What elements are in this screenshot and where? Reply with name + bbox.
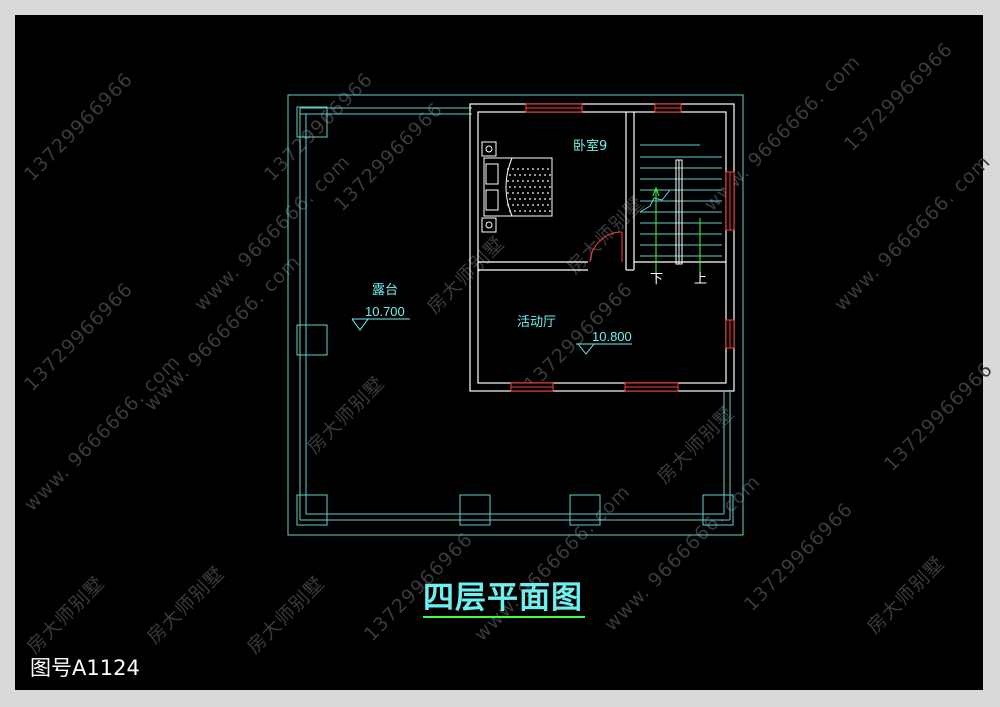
bed-dot xyxy=(507,192,509,194)
bed-dot xyxy=(517,180,519,182)
bed-dot xyxy=(534,186,536,188)
drawing-title: 四层平面图 xyxy=(423,580,583,616)
bed-dot xyxy=(507,180,509,182)
bed-dot xyxy=(524,174,526,176)
bed-dot xyxy=(549,174,551,176)
bed-dot xyxy=(514,174,516,176)
bed-dot xyxy=(544,186,546,188)
bed-dot xyxy=(514,186,516,188)
bed-dot xyxy=(507,204,509,206)
bed-dot xyxy=(534,174,536,176)
bed-dot xyxy=(547,168,549,170)
label-terrace: 露台 xyxy=(372,283,398,298)
bed-pattern xyxy=(507,168,551,212)
elevation-activity-hall: 10.800 xyxy=(592,329,632,344)
drawing-number: 图号A1124 xyxy=(30,656,140,680)
bed-dot xyxy=(509,198,511,200)
bed-dot xyxy=(527,180,529,182)
bed-dot xyxy=(544,174,546,176)
bed-dot xyxy=(522,168,524,170)
bed-dot xyxy=(547,192,549,194)
walls xyxy=(469,103,735,392)
bed-dot xyxy=(509,186,511,188)
bed-dot xyxy=(539,210,541,212)
bed-dot xyxy=(532,192,534,194)
bed-dot xyxy=(507,168,509,170)
bed-dot xyxy=(519,186,521,188)
bed-dot xyxy=(527,204,529,206)
bed-dot xyxy=(547,180,549,182)
bed-dot xyxy=(539,186,541,188)
bed-dot xyxy=(534,198,536,200)
bed-dot xyxy=(549,210,551,212)
bed-dot xyxy=(544,210,546,212)
bed-dot xyxy=(517,192,519,194)
bed-dot xyxy=(537,192,539,194)
elevation-markers xyxy=(351,318,632,355)
bed-dot xyxy=(527,192,529,194)
bed-dot xyxy=(549,198,551,200)
bed-dot xyxy=(514,210,516,212)
stair-down-label: 下 xyxy=(650,272,663,287)
bed-dot xyxy=(529,210,531,212)
bed-dot xyxy=(514,198,516,200)
label-activity-hall: 活动厅 xyxy=(517,315,556,330)
bed-dot xyxy=(537,204,539,206)
bed-dot xyxy=(522,192,524,194)
bed-dot xyxy=(529,186,531,188)
bed-dot xyxy=(544,198,546,200)
columns xyxy=(296,106,734,526)
bed-dot xyxy=(522,204,524,206)
bed-dot xyxy=(509,210,511,212)
bed-dot xyxy=(512,192,514,194)
bed-dot xyxy=(537,180,539,182)
bed-dot xyxy=(542,204,544,206)
bed-dot xyxy=(524,210,526,212)
bed-dot xyxy=(517,168,519,170)
bed-dot xyxy=(522,180,524,182)
label-bedroom: 卧室9 xyxy=(573,138,607,154)
bed-dot xyxy=(512,168,514,170)
bed-dot xyxy=(534,210,536,212)
bed-dot xyxy=(532,180,534,182)
bed-dot xyxy=(519,210,521,212)
bed xyxy=(481,141,553,233)
stair-rail xyxy=(675,159,683,265)
bed-dot xyxy=(537,168,539,170)
staircase xyxy=(640,144,722,158)
bed-dot xyxy=(529,174,531,176)
bed-dot xyxy=(524,198,526,200)
drawing-frame xyxy=(15,15,983,690)
stair-treads xyxy=(640,167,722,257)
bed-dot xyxy=(532,204,534,206)
bed-dot xyxy=(542,180,544,182)
bed-dot xyxy=(542,168,544,170)
bed-dot xyxy=(509,174,511,176)
bed-dot xyxy=(517,204,519,206)
bed-dot xyxy=(549,186,551,188)
stair-up-label: 上 xyxy=(694,272,707,287)
terrace-beams xyxy=(299,107,731,521)
bed-dot xyxy=(524,186,526,188)
outer-boundary xyxy=(287,94,744,536)
bedroom-door xyxy=(589,231,623,263)
bed-dot xyxy=(539,198,541,200)
bed-dot xyxy=(527,168,529,170)
elevation-terrace: 10.700 xyxy=(365,304,405,319)
windows xyxy=(510,103,735,392)
bed-dot xyxy=(532,168,534,170)
stair-arrows xyxy=(652,186,701,280)
stair-break-line xyxy=(639,189,671,213)
bed-dot xyxy=(519,198,521,200)
bed-dot xyxy=(547,204,549,206)
bed-dot xyxy=(512,204,514,206)
bed-dot xyxy=(529,198,531,200)
bed-dot xyxy=(539,174,541,176)
bed-dot xyxy=(519,174,521,176)
bed-dot xyxy=(512,180,514,182)
bed-dot xyxy=(542,192,544,194)
